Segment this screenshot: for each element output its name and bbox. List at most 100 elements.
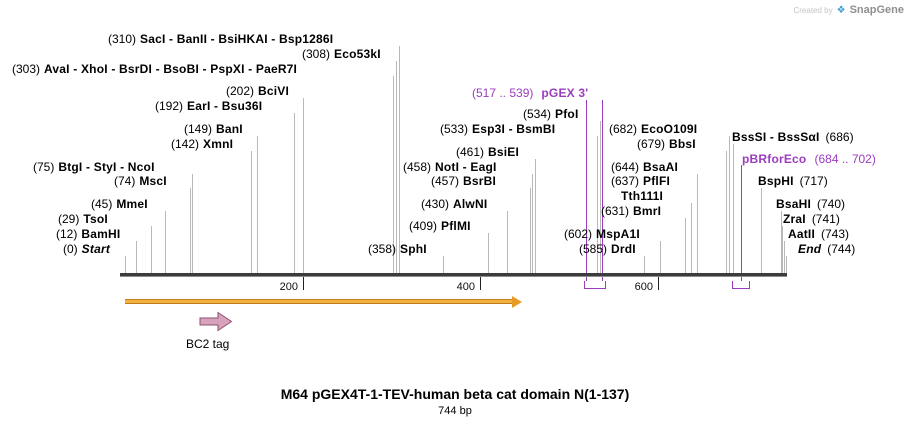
ruler-tick-label: 400: [456, 281, 475, 293]
site-connector-line: [597, 136, 598, 274]
site-position: (303): [12, 62, 41, 76]
restriction-site-label: Tth111I: [621, 190, 663, 203]
sequence-start-label: (0)Start: [63, 243, 110, 256]
site-connector-line: [781, 211, 782, 274]
restriction-site-label: BsaHI(740): [776, 198, 845, 211]
pgex3-primer-bracket: [584, 281, 606, 289]
restriction-site-label: (310)SacI - BanII - BsiHKAI - Bsp1286I: [108, 33, 333, 46]
site-position: (740): [817, 197, 846, 211]
site-enzymes: SphI: [400, 242, 427, 256]
restriction-site-label: (202)BciVI: [226, 85, 289, 98]
site-connector-line: [136, 241, 137, 274]
site-position: (637): [611, 174, 640, 188]
restriction-site-label: (644)BsaAI: [611, 161, 678, 174]
primer-name: pGEX 3': [541, 86, 589, 100]
site-enzymes: BamHI: [81, 227, 121, 241]
site-position: (461): [456, 145, 485, 159]
site-position: (74): [114, 174, 136, 188]
site-connector-line: [733, 144, 734, 274]
site-connector-line: [125, 256, 126, 274]
site-position: (430): [421, 197, 450, 211]
site-connector-line: [782, 226, 783, 274]
site-connector-line: [393, 76, 394, 274]
site-enzymes: ZraI: [783, 212, 806, 226]
site-connector-line: [660, 241, 661, 274]
site-position: (744): [827, 242, 856, 256]
restriction-site-label: (142)XmnI: [171, 138, 233, 151]
restriction-site-label: (682)EcoO109I: [609, 123, 697, 136]
restriction-site-label: BssSI - BssSαI(686): [732, 131, 854, 144]
primer-label-pbrforeco: pBRforEco(684 .. 702): [742, 153, 876, 166]
site-position: (308): [302, 47, 331, 61]
site-connector-line: [729, 136, 730, 274]
ruler-tick-label: 600: [634, 281, 653, 293]
site-enzymes: Eco53kI: [334, 47, 381, 61]
site-position: (533): [440, 122, 469, 136]
site-enzymes: DrdI: [611, 242, 636, 256]
site-connector-line: [530, 188, 531, 274]
site-position: (644): [611, 160, 640, 174]
site-position: (717): [799, 174, 828, 188]
site-enzymes: BsrBI: [463, 174, 497, 188]
site-enzymes: AatII: [788, 227, 816, 241]
ruler-tick: [303, 277, 304, 290]
pbrforeco-primer-bracket: [732, 281, 750, 289]
site-connector-line: [396, 61, 397, 274]
restriction-site-label: (534)PfoI: [523, 108, 578, 121]
site-connector-line: [192, 174, 193, 274]
site-enzymes: EarI - Bsu36I: [187, 99, 263, 113]
site-connector-line: [685, 218, 686, 274]
restriction-site-label: (358)SphI: [368, 243, 427, 256]
restriction-site-label: (461)BsiEI: [456, 146, 519, 159]
site-enzymes: MmeI: [116, 197, 148, 211]
restriction-site-label: (75)BtgI - StyI - NcoI: [33, 161, 155, 174]
site-connector-line: [761, 188, 762, 274]
site-enzymes: AvaI - XhoI - BsrDI - BsoBI - PspXI - Pa…: [44, 62, 298, 76]
site-position: (409): [409, 219, 438, 233]
site-connector-line: [257, 136, 258, 274]
site-connector-line: [251, 151, 252, 274]
site-connector-line: [644, 256, 645, 274]
restriction-site-label: (149)BanI: [184, 123, 243, 136]
site-connector-line: [726, 151, 727, 274]
site-connector-line: [443, 256, 444, 274]
restriction-site-label: (585)DrdI: [579, 243, 636, 256]
primer-range: (517 .. 539): [472, 86, 534, 100]
restriction-site-label: ZraI(741): [783, 213, 840, 226]
site-position: (75): [33, 160, 55, 174]
site-connector-line: [600, 121, 601, 274]
restriction-site-label: (430)AlwNI: [421, 198, 487, 211]
site-connector-line: [691, 203, 692, 274]
site-position: (534): [523, 107, 552, 121]
site-enzymes: Tth111I: [621, 189, 664, 203]
primer-connector-line: [586, 100, 587, 281]
restriction-site-label: BspHI(717): [758, 175, 828, 188]
primer-name: pBRforEco: [742, 152, 807, 166]
site-connector-line: [488, 233, 489, 274]
site-position: (202): [226, 84, 255, 98]
snapgene-logo-icon: ❖: [836, 4, 846, 16]
ruler-tick: [658, 277, 659, 290]
site-enzymes: PfoI: [555, 107, 579, 121]
restriction-site-label: (192)EarI - Bsu36I: [155, 100, 262, 113]
bc2-tag-arrow: [199, 311, 233, 332]
site-enzymes: EcoO109I: [641, 122, 698, 136]
restriction-site-label: (45)MmeI: [91, 198, 148, 211]
restriction-site-label: (308)Eco53kI: [302, 48, 381, 61]
construct-length: 744 bp: [438, 405, 472, 417]
restriction-site-label: (533)Esp3I - BsmBI: [440, 123, 555, 136]
construct-title: M64 pGEX4T-1-TEV-human beta cat domain N…: [280, 386, 630, 402]
restriction-site-label: (602)MspA1I: [564, 228, 640, 241]
site-enzymes: BtgI - StyI - NcoI: [58, 160, 155, 174]
site-position: (29): [58, 212, 80, 226]
site-connector-line: [786, 256, 787, 274]
site-position: (679): [637, 137, 666, 151]
restriction-site-label: (29)TsoI: [58, 213, 108, 226]
snapgene-branding: Created by ❖ SnapGene: [793, 4, 904, 16]
ruler-tick: [480, 277, 481, 290]
site-connector-line: [190, 188, 191, 274]
site-connector-line: [151, 226, 152, 274]
map-title-block: M64 pGEX4T-1-TEV-human beta cat domain N…: [0, 386, 910, 417]
site-enzymes: BmrI: [633, 204, 662, 218]
